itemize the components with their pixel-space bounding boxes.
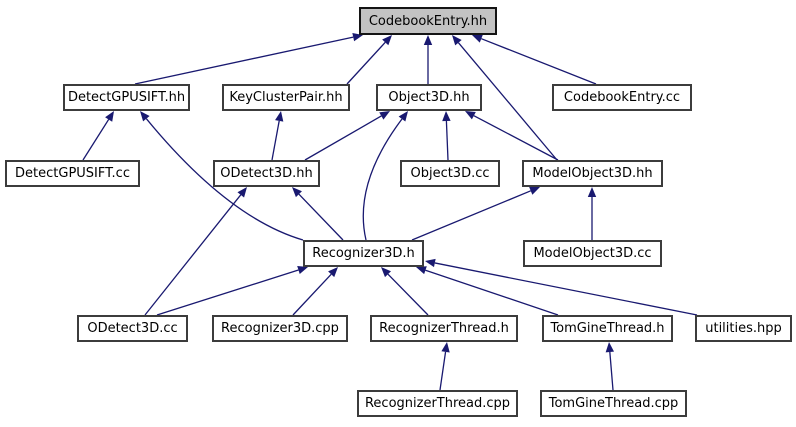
arrowhead-recognizer3d-h-to-object3d-hh: [398, 111, 408, 122]
arrowhead-utilities-hpp-to-recognizer3d-h: [425, 258, 436, 268]
arrowhead-modelobject3d-hh-to-object3d-hh: [465, 111, 476, 120]
arrowhead-tomginethread-cpp-to-tomginethread-h: [605, 342, 615, 353]
edge-detectgpusift-cc-to-detectgpusift-hh: [82, 119, 110, 161]
edge-odetect3d-cc-to-recognizer3d-h: [156, 269, 299, 316]
edge-tomginethread-h-to-recognizer3d-h: [425, 269, 559, 316]
arrowhead-keyclusterpair-hh-to-codebookentry-hh: [382, 35, 392, 46]
edge-modelobject3d-hh-to-object3d-hh: [473, 115, 559, 161]
arrowhead-recognizer3d-cpp-to-recognizer3d-h: [328, 267, 338, 278]
arrowhead-object3d-cc-to-object3d-hh: [442, 111, 451, 122]
graph-node-object3d-hh[interactable]: Object3D.hh: [376, 84, 482, 111]
edge-odetect3d-hh-to-keyclusterpair-hh: [271, 120, 280, 161]
arrowhead-detectgpusift-hh-to-codebookentry-hh: [352, 32, 363, 42]
graph-node-recognizerthread-h[interactable]: RecognizerThread.h: [370, 315, 518, 342]
graph-node-detectgpusift-hh[interactable]: DetectGPUSIFT.hh: [63, 84, 190, 111]
graph-node-modelobject3d-cc[interactable]: ModelObject3D.cc: [523, 240, 662, 267]
edge-recognizer3d-h-to-object3d-hh: [362, 118, 403, 241]
edge-object3d-cc-to-object3d-hh: [445, 120, 449, 161]
graph-node-codebookentry-cc[interactable]: CodebookEntry.cc: [552, 84, 692, 111]
graph-node-tomginethread-h[interactable]: TomGineThread.h: [542, 315, 673, 342]
arrowhead-codebookentry-cc-to-codebookentry-hh: [472, 34, 483, 43]
graph-node-keyclusterpair-hh[interactable]: KeyClusterPair.hh: [222, 84, 350, 111]
graph-node-modelobject3d-hh[interactable]: ModelObject3D.hh: [522, 160, 663, 187]
graph-node-odetect3d-cc[interactable]: ODetect3D.cc: [77, 315, 188, 342]
arrowhead-odetect3d-hh-to-keyclusterpair-hh: [275, 111, 284, 122]
arrowhead-object3d-hh-to-codebookentry-hh: [423, 35, 433, 45]
edge-utilities-hpp-to-recognizer3d-h: [434, 262, 698, 316]
arrowhead-modelobject3d-hh-to-codebookentry-hh: [452, 35, 462, 46]
graph-node-tomginethread-cpp[interactable]: TomGineThread.cpp: [540, 390, 687, 417]
arrowhead-recognizer3d-h-to-modelobject3d-hh: [529, 186, 540, 195]
edge-odetect3d-cc-to-odetect3d-hh: [144, 194, 242, 316]
edge-recognizer3d-h-to-modelobject3d-hh: [411, 190, 532, 241]
edge-detectgpusift-hh-to-codebookentry-hh: [134, 36, 354, 85]
edge-recognizerthread-h-to-recognizer3d-h: [387, 273, 429, 316]
graph-node-detectgpusift-cc[interactable]: DetectGPUSIFT.cc: [5, 160, 140, 187]
edge-recognizer3d-cpp-to-recognizer3d-h: [292, 273, 332, 316]
edge-modelobject3d-hh-to-codebookentry-hh: [457, 42, 558, 161]
graph-node-codebookentry-hh: CodebookEntry.hh: [359, 7, 497, 35]
edge-recognizer3d-h-to-detectgpusift-hh: [145, 118, 304, 241]
edge-odetect3d-hh-to-object3d-hh: [304, 115, 382, 161]
graph-node-odetect3d-hh[interactable]: ODetect3D.hh: [213, 160, 320, 187]
graph-node-recognizerthread-cpp[interactable]: RecognizerThread.cpp: [357, 390, 518, 417]
arrowhead-odetect3d-cc-to-recognizer3d-h: [297, 266, 308, 275]
arrowhead-recognizer3d-h-to-detectgpusift-hh: [140, 111, 150, 122]
graph-node-recognizer3d-h[interactable]: Recognizer3D.h: [303, 240, 424, 267]
edge-tomginethread-cpp-to-tomginethread-h: [609, 351, 614, 391]
arrowhead-odetect3d-hh-to-object3d-hh: [379, 111, 390, 120]
arrowhead-tomginethread-h-to-recognizer3d-h: [416, 266, 427, 275]
arrowhead-detectgpusift-cc-to-detectgpusift-hh: [105, 111, 114, 122]
edge-recognizerthread-cpp-to-recognizerthread-h: [439, 351, 447, 391]
graph-node-object3d-cc[interactable]: Object3D.cc: [400, 160, 500, 187]
edge-codebookentry-cc-to-codebookentry-hh: [481, 38, 597, 85]
arrowhead-recognizerthread-cpp-to-recognizerthread-h: [441, 342, 450, 353]
arrowhead-recognizerthread-h-to-recognizer3d-h: [381, 267, 391, 278]
edge-recognizer3d-h-to-odetect3d-hh: [298, 193, 344, 241]
arrowhead-recognizer3d-h-to-odetect3d-hh: [292, 187, 302, 198]
arrowhead-odetect3d-cc-to-odetect3d-hh: [237, 187, 247, 198]
arrowhead-modelobject3d-cc-to-modelobject3d-hh: [587, 187, 597, 197]
edge-keyclusterpair-hh-to-codebookentry-hh: [346, 41, 386, 85]
graph-node-utilities-hpp[interactable]: utilities.hpp: [695, 315, 792, 342]
graph-node-recognizer3d-cpp[interactable]: Recognizer3D.cpp: [212, 315, 348, 342]
